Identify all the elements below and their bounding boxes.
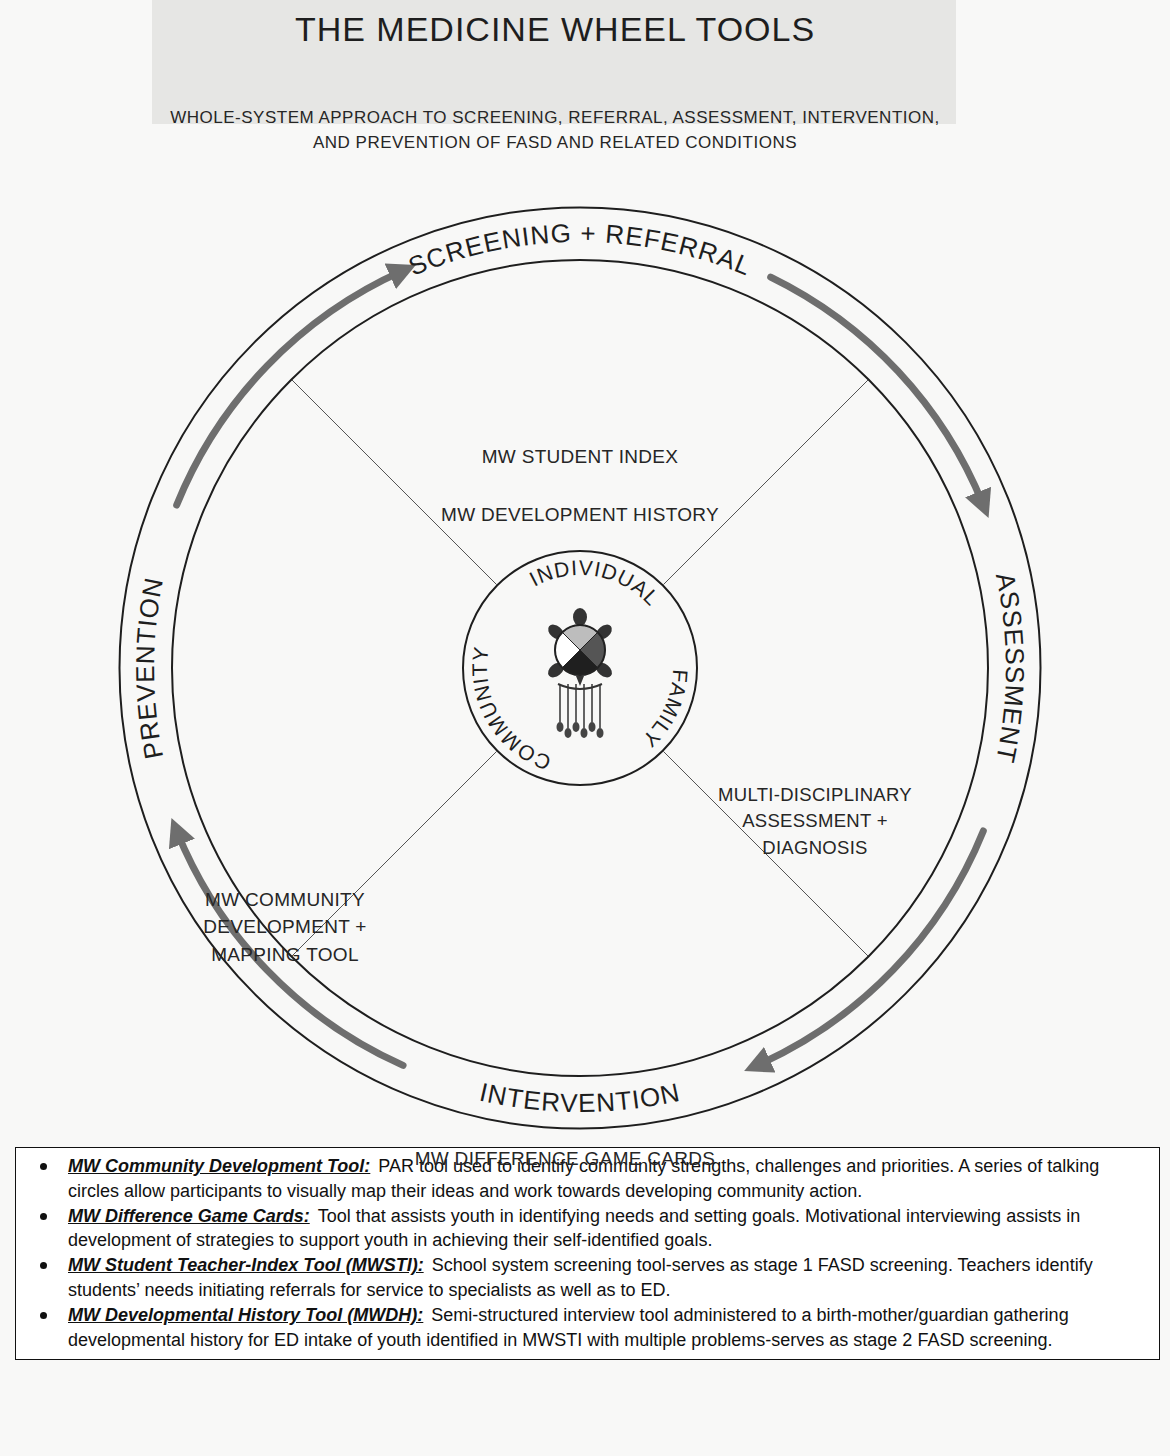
cycle-arrow [757,831,983,1065]
bullet-item: MW Student Teacher-Index Tool (MWSTI):Sc… [26,1253,1147,1303]
stage-label: INTERVENTION [477,1077,683,1118]
tool-label: MW COMMUNITY DEVELOPMENT + MAPPING TOOL [183,885,388,968]
turtle-tail [576,676,584,686]
tool-label: MULTI-DISCIPLINARY ASSESSMENT + DIAGNOSI… [699,781,931,861]
subtitle: WHOLE-SYSTEM APPROACH TO SCREENING, REFE… [165,107,945,156]
ring-circle [120,208,1041,1129]
medicine-wheel: INDIVIDUALFAMILYCOMMUNITYSCREENING + REF… [118,206,1042,1130]
fringe-bead [581,728,588,738]
fringe-bead [573,722,580,732]
tool-label: MW DIFFERENCE GAME CARDS [385,1145,745,1173]
fringe-string [559,684,561,722]
circle-label: FAMILY [638,669,692,753]
title: THE MEDICINE WHEEL TOOLS [0,5,1140,54]
stage-label: ASSESSMENT [990,570,1030,766]
cycle-arrow [177,831,403,1065]
circle-label: INDIVIDUAL [526,556,665,610]
tool-name: MW Developmental History Tool (MWDH): [68,1305,423,1325]
bullet-dot [40,1262,47,1269]
turtle-head [573,608,587,626]
cycle-arrow [177,271,403,505]
fringe-bead [597,728,604,738]
cycle-arrows [177,271,984,1066]
turtle-icon [545,608,615,738]
wheel-outline: SCREENING + REFERRAL ASSESSMENT INTERVENTI… [118,206,1042,1130]
fringe-bead [557,722,564,732]
stage-label: SCREENING + REFERRAL [404,218,756,282]
quadrant-lines [292,380,869,957]
fringe-string [583,684,585,728]
turtle-shell [555,625,605,675]
fringe-string [599,684,601,728]
fringe-bead [589,722,596,732]
bullet-dot [40,1213,47,1220]
center-circle: INDIVIDUAL FAMILY COMMUNITY [462,550,698,786]
fringe-bar [558,684,602,689]
tool-name: MW Community Development Tool: [68,1156,370,1176]
cycle-arrow [771,277,984,505]
bullet-item: MW Developmental History Tool (MWDH):Sem… [26,1303,1147,1353]
bullet-item: MW Difference Game Cards:Tool that assis… [26,1204,1147,1254]
fringe-string [567,684,569,728]
tool-name: MW Difference Game Cards: [68,1206,310,1226]
tool-notes-box: MW Community Development Tool:PAR tool u… [15,1147,1160,1360]
center-outline: INDIVIDUAL FAMILY COMMUNITY [462,550,698,786]
circle-label: COMMUNITY [468,645,554,775]
tool-label: MW DEVELOPMENT HISTORY [420,501,740,529]
bullet-dot [40,1312,47,1319]
center-circle-line [463,551,697,785]
fringe-string [591,684,593,722]
bullet-dot [40,1163,47,1170]
tool-label: MW STUDENT INDEX [420,443,740,471]
tool-name: MW Student Teacher-Index Tool (MWSTI): [68,1255,424,1275]
quadrant-line [292,380,497,585]
quadrant-line [663,380,868,585]
fringe-bead [565,728,572,738]
stage-label: PREVENTION [130,575,169,762]
ring-circle [172,260,988,1076]
